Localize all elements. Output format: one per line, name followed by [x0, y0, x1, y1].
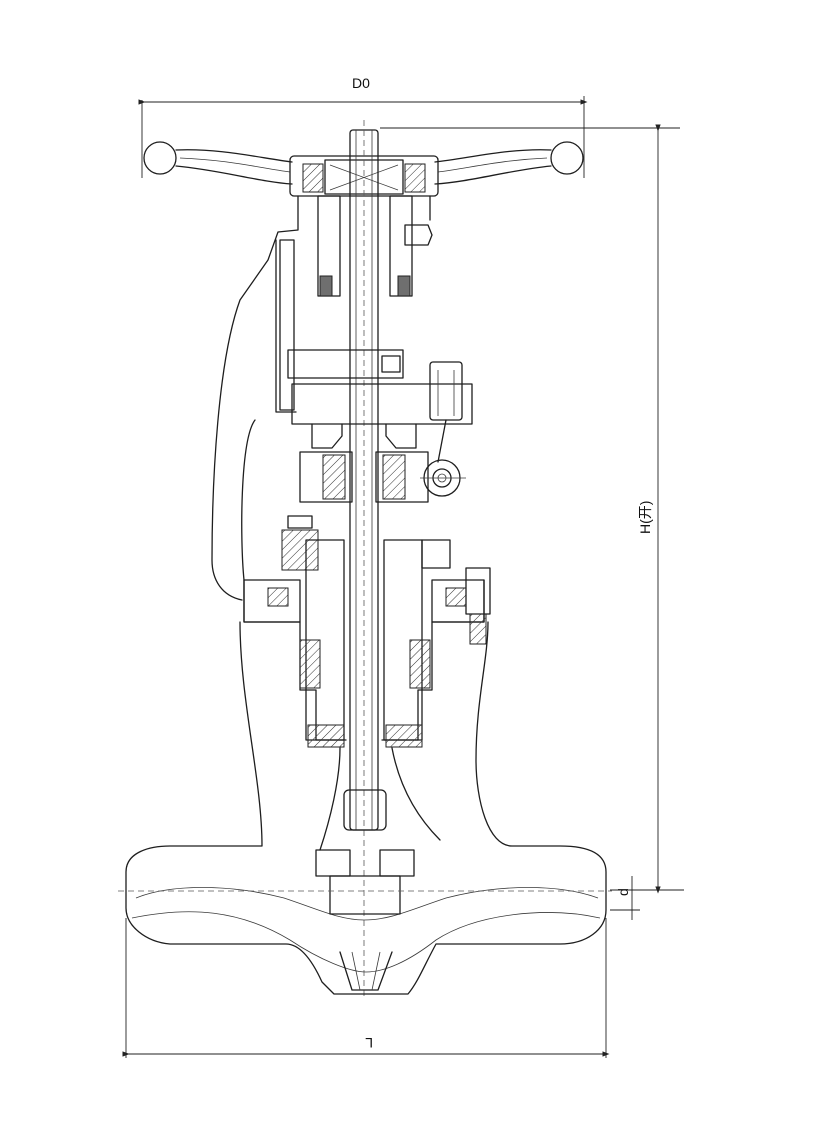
- label-d0: D0: [352, 75, 370, 91]
- dimension-d0: D0: [138, 75, 588, 178]
- handwheel: [143, 141, 584, 197]
- label-l: L: [365, 1035, 373, 1051]
- yoke: [211, 195, 433, 601]
- valve-stem: [349, 120, 379, 1000]
- dimension-h-open: H(开): [380, 124, 684, 894]
- label-h-open: H(开): [637, 501, 653, 534]
- valve-body: [125, 621, 607, 995]
- label-d: d: [615, 888, 631, 896]
- bonnet: [281, 361, 473, 571]
- dimension-l: L: [122, 918, 610, 1058]
- dimension-d: d: [610, 876, 640, 920]
- bonnet-flange: [243, 539, 491, 748]
